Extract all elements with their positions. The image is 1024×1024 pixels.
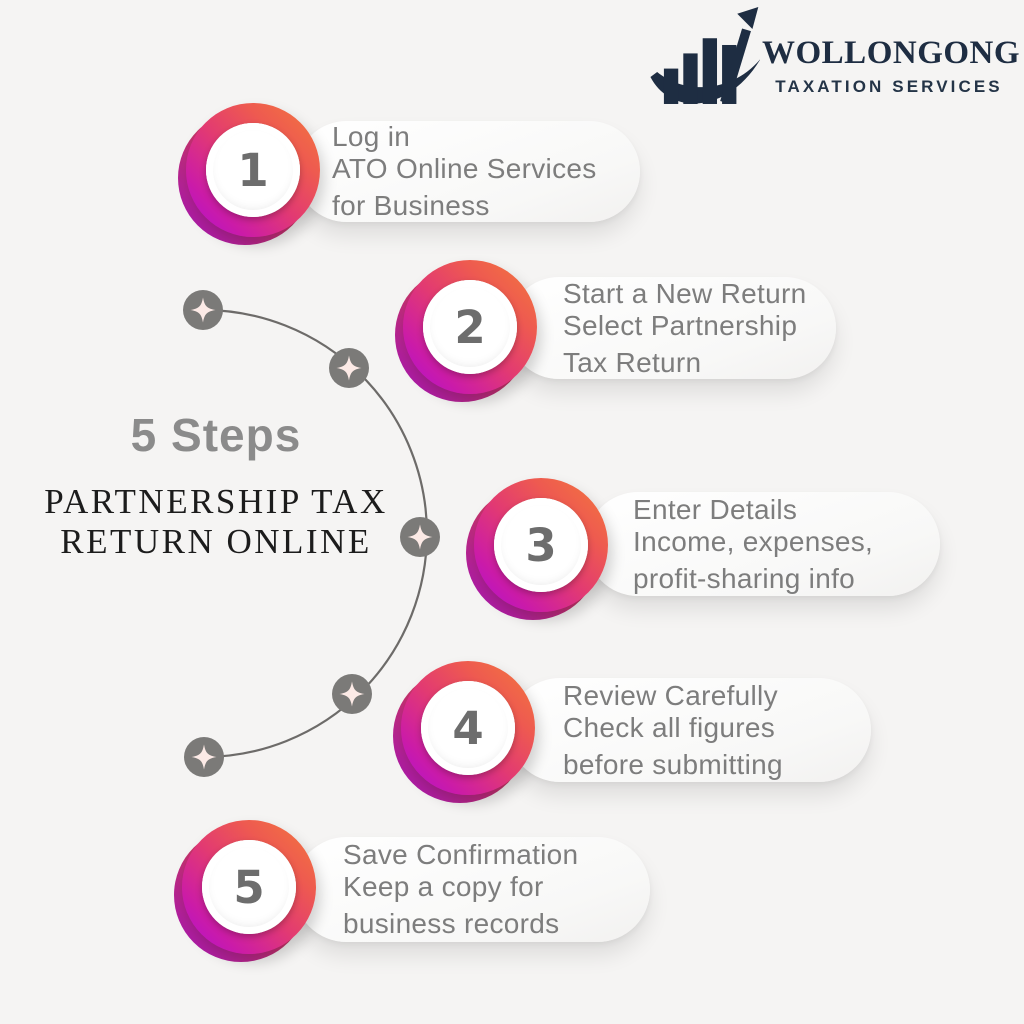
step-1-line-2: ATO Online Services: [332, 153, 597, 184]
step-3-badge: 3: [466, 478, 608, 620]
step-5-number: 5: [233, 860, 265, 914]
company-logo: WOLLONGONG TAXATION SERVICES: [640, 2, 1020, 122]
badge-gradient-ring: 1: [186, 103, 320, 237]
sparkle-node: [183, 290, 223, 330]
logo-tagline: TAXATION SERVICES: [775, 77, 1003, 96]
title-subheading-line2: RETURN ONLINE: [60, 522, 372, 561]
step-2-line-1: Start a New Return: [563, 277, 807, 309]
sparkle-node: [400, 517, 440, 557]
step-3-line-2: Income, expenses,: [633, 525, 874, 557]
sparkle-node: [332, 674, 372, 714]
step-3-line-1: Enter Details: [633, 493, 798, 525]
badge-gradient-ring: 2: [403, 260, 537, 394]
step-4-line-3: before submitting: [563, 748, 783, 780]
badge-inner-circle: 4: [421, 681, 515, 775]
step-2-line-3: Tax Return: [563, 346, 702, 378]
title-heading: 5 Steps: [130, 409, 302, 461]
step-3-line-3: profit-sharing info: [633, 562, 856, 594]
badge-inner-circle: 5: [202, 840, 296, 934]
step-5-badge: 5: [174, 820, 316, 962]
sparkle-node: [184, 737, 224, 777]
badge-gradient-ring: 4: [401, 661, 535, 795]
step-5-line-2: Keep a copy for: [343, 871, 544, 902]
step-1-badge: 1: [178, 103, 320, 245]
step-2-pill: Start a New Return Select Partnership Ta…: [508, 277, 836, 379]
logo-company-name: WOLLONGONG: [762, 35, 1021, 71]
badge-inner-circle: 3: [494, 498, 588, 592]
title-block: 5 Steps PARTNERSHIP TAX RETURN ONLINE: [4, 408, 428, 562]
step-5-line-1: Save Confirmation: [343, 839, 579, 870]
step-4-number: 4: [452, 701, 484, 755]
badge-inner-circle: 1: [206, 123, 300, 217]
step-1-line-1: Log in: [332, 121, 411, 152]
badge-inner-circle: 2: [423, 280, 517, 374]
step-3-number: 3: [525, 518, 557, 572]
step-1-line-3: for Business: [332, 190, 490, 221]
step-4-badge: 4: [393, 661, 535, 803]
step-2-badge: 2: [395, 260, 537, 402]
step-4-line-1: Review Carefully: [563, 679, 778, 711]
title-subheading-line1: PARTNERSHIP TAX: [44, 482, 388, 521]
badge-gradient-ring: 3: [474, 478, 608, 612]
sparkle-node: [329, 348, 369, 388]
step-2-number: 2: [454, 300, 486, 354]
step-4-pill: Review Carefully Check all figures befor…: [508, 678, 871, 782]
step-4-line-2: Check all figures: [563, 711, 776, 743]
step-5-line-3: business records: [343, 908, 560, 939]
step-1-pill: Log in ATO Online Services for Business: [296, 121, 640, 222]
step-3-pill: Enter Details Income, expenses, profit-s…: [586, 492, 940, 596]
badge-gradient-ring: 5: [182, 820, 316, 954]
bar-chart-growth-arrow-icon: [650, 7, 760, 104]
step-5-pill: Save Confirmation Keep a copy for busine…: [294, 837, 650, 942]
step-2-line-2: Select Partnership: [563, 309, 798, 341]
step-1-number: 1: [237, 143, 269, 197]
